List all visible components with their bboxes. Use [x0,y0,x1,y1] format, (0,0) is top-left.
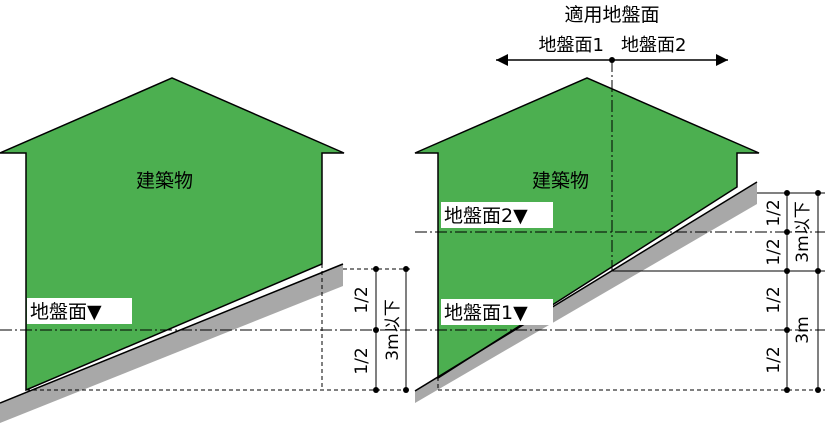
dot-icon [609,57,615,63]
right-ground1-label-bg [441,299,553,325]
left-ground-slope [0,264,343,423]
dot-icon [815,190,821,196]
dot-icon [403,387,409,393]
dot-icon [784,229,790,235]
right-diagram: 適用地盤面 地盤面1 地盤面2 建築物 地盤面2▼ 地盤面1▼ 1/2 1/2 … [414,4,825,403]
right-ground-surface-line [414,181,758,392]
dot-icon [784,268,790,274]
dot-icon [815,387,821,393]
right-ground1-label: 地盤面1▼ [444,302,528,324]
right-dim-inner-total: 3m以下 [793,201,813,262]
left-diagram: 建築物 地盤面▼ 1/2 1/2 3m以下 [0,77,410,423]
right-dim-inner-half-lower: 1/2 [764,238,784,265]
dot-icon [373,327,379,333]
left-ground-surface-line [0,263,344,404]
dot-icon [784,327,790,333]
left-dim-half-lower: 1/2 [352,347,372,374]
dot-icon [403,266,409,272]
right-building-label: 建築物 [532,170,589,192]
right-ground-slope [415,182,757,403]
right-ground2-label-bg [441,202,553,228]
dot-icon [815,268,821,274]
right-dim-outer-half-2: 1/2 [764,346,784,373]
right-dim-outer-total: 3m [793,316,813,343]
arrow-icon [496,54,508,66]
left-dim-half-upper: 1/2 [352,286,372,313]
right-ground2-label: 地盤面2▼ [444,205,528,227]
right-dim-inner-half-upper: 1/2 [764,199,784,226]
dot-icon [373,387,379,393]
applied-ground-title: 適用地盤面 [564,4,659,26]
right-dim-outer-half-1: 1/2 [764,286,784,313]
dot-icon [373,266,379,272]
ground-right-label: 地盤面2 [621,35,686,56]
left-ground-label-bg [27,298,132,324]
left-dim-total: 3m以下 [383,299,403,360]
dot-icon [784,387,790,393]
left-ground-label: 地盤面▼ [30,301,102,323]
left-building-label: 建築物 [136,170,193,192]
ground-left-label: 地盤面1 [539,35,604,56]
dot-icon [784,190,790,196]
arrow-icon [716,54,728,66]
